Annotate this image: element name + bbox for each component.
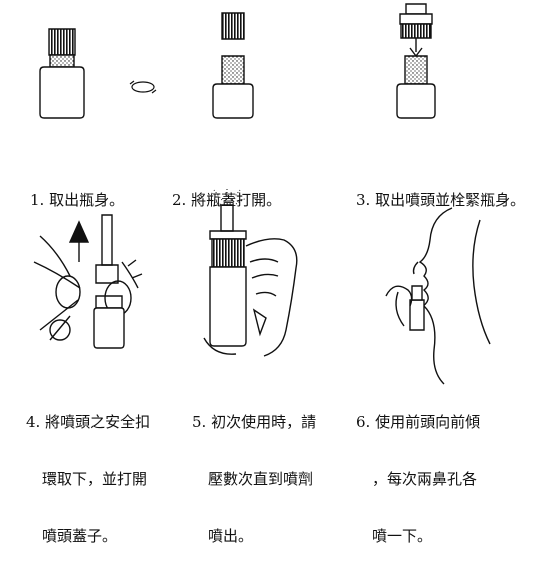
step-caption-line: 1. 取出瓶身。 <box>30 191 125 209</box>
step-caption-line: 5. 初次使用時，請 <box>192 413 317 431</box>
step-caption-line: 噴一下。 <box>372 527 433 545</box>
step1-bottle-illustration <box>40 29 84 118</box>
step-caption-5: 5. 初次使用時，請 壓數次直到噴劑 噴出。 <box>192 375 316 565</box>
step-caption-line: 6. 使用前頭向前傾 <box>356 413 481 431</box>
step-caption-1: 1. 取出瓶身。 <box>30 153 124 229</box>
rotate-arrows-icon <box>130 81 156 93</box>
step-caption-line: 2. 將瓶蓋打開。 <box>172 191 282 209</box>
step-caption-3: 3. 取出噴頭並栓緊瓶身。 <box>356 153 525 229</box>
step-caption-line: 壓數次直到噴劑 <box>208 470 314 488</box>
step-caption-6: 6. 使用前頭向前傾 ，每次兩鼻孔各 噴一下。 <box>356 375 480 565</box>
step6-apply-spray-illustration <box>386 208 490 384</box>
step-caption-line: 3. 取出噴頭並栓緊瓶身。 <box>356 191 526 209</box>
instruction-illustrations <box>0 0 555 437</box>
step-caption-line: ，每次兩鼻孔各 <box>372 470 478 488</box>
step-caption-line: 環取下，並打開 <box>42 470 148 488</box>
step-caption-line: 噴頭蓋子。 <box>42 527 118 545</box>
step3-spray-head-illustration <box>397 4 435 118</box>
step2-open-bottle-illustration <box>213 13 253 118</box>
step-caption-line: 4. 將噴頭之安全扣 <box>26 413 151 431</box>
step4-remove-ring-illustration <box>34 215 142 348</box>
step-caption-4: 4. 將噴頭之安全扣 環取下，並打開 噴頭蓋子。 <box>26 375 150 565</box>
step5-prime-pump-illustration <box>204 188 297 356</box>
step-caption-line: 噴出。 <box>208 527 254 545</box>
step-caption-2: 2. 將瓶蓋打開。 <box>172 153 281 229</box>
